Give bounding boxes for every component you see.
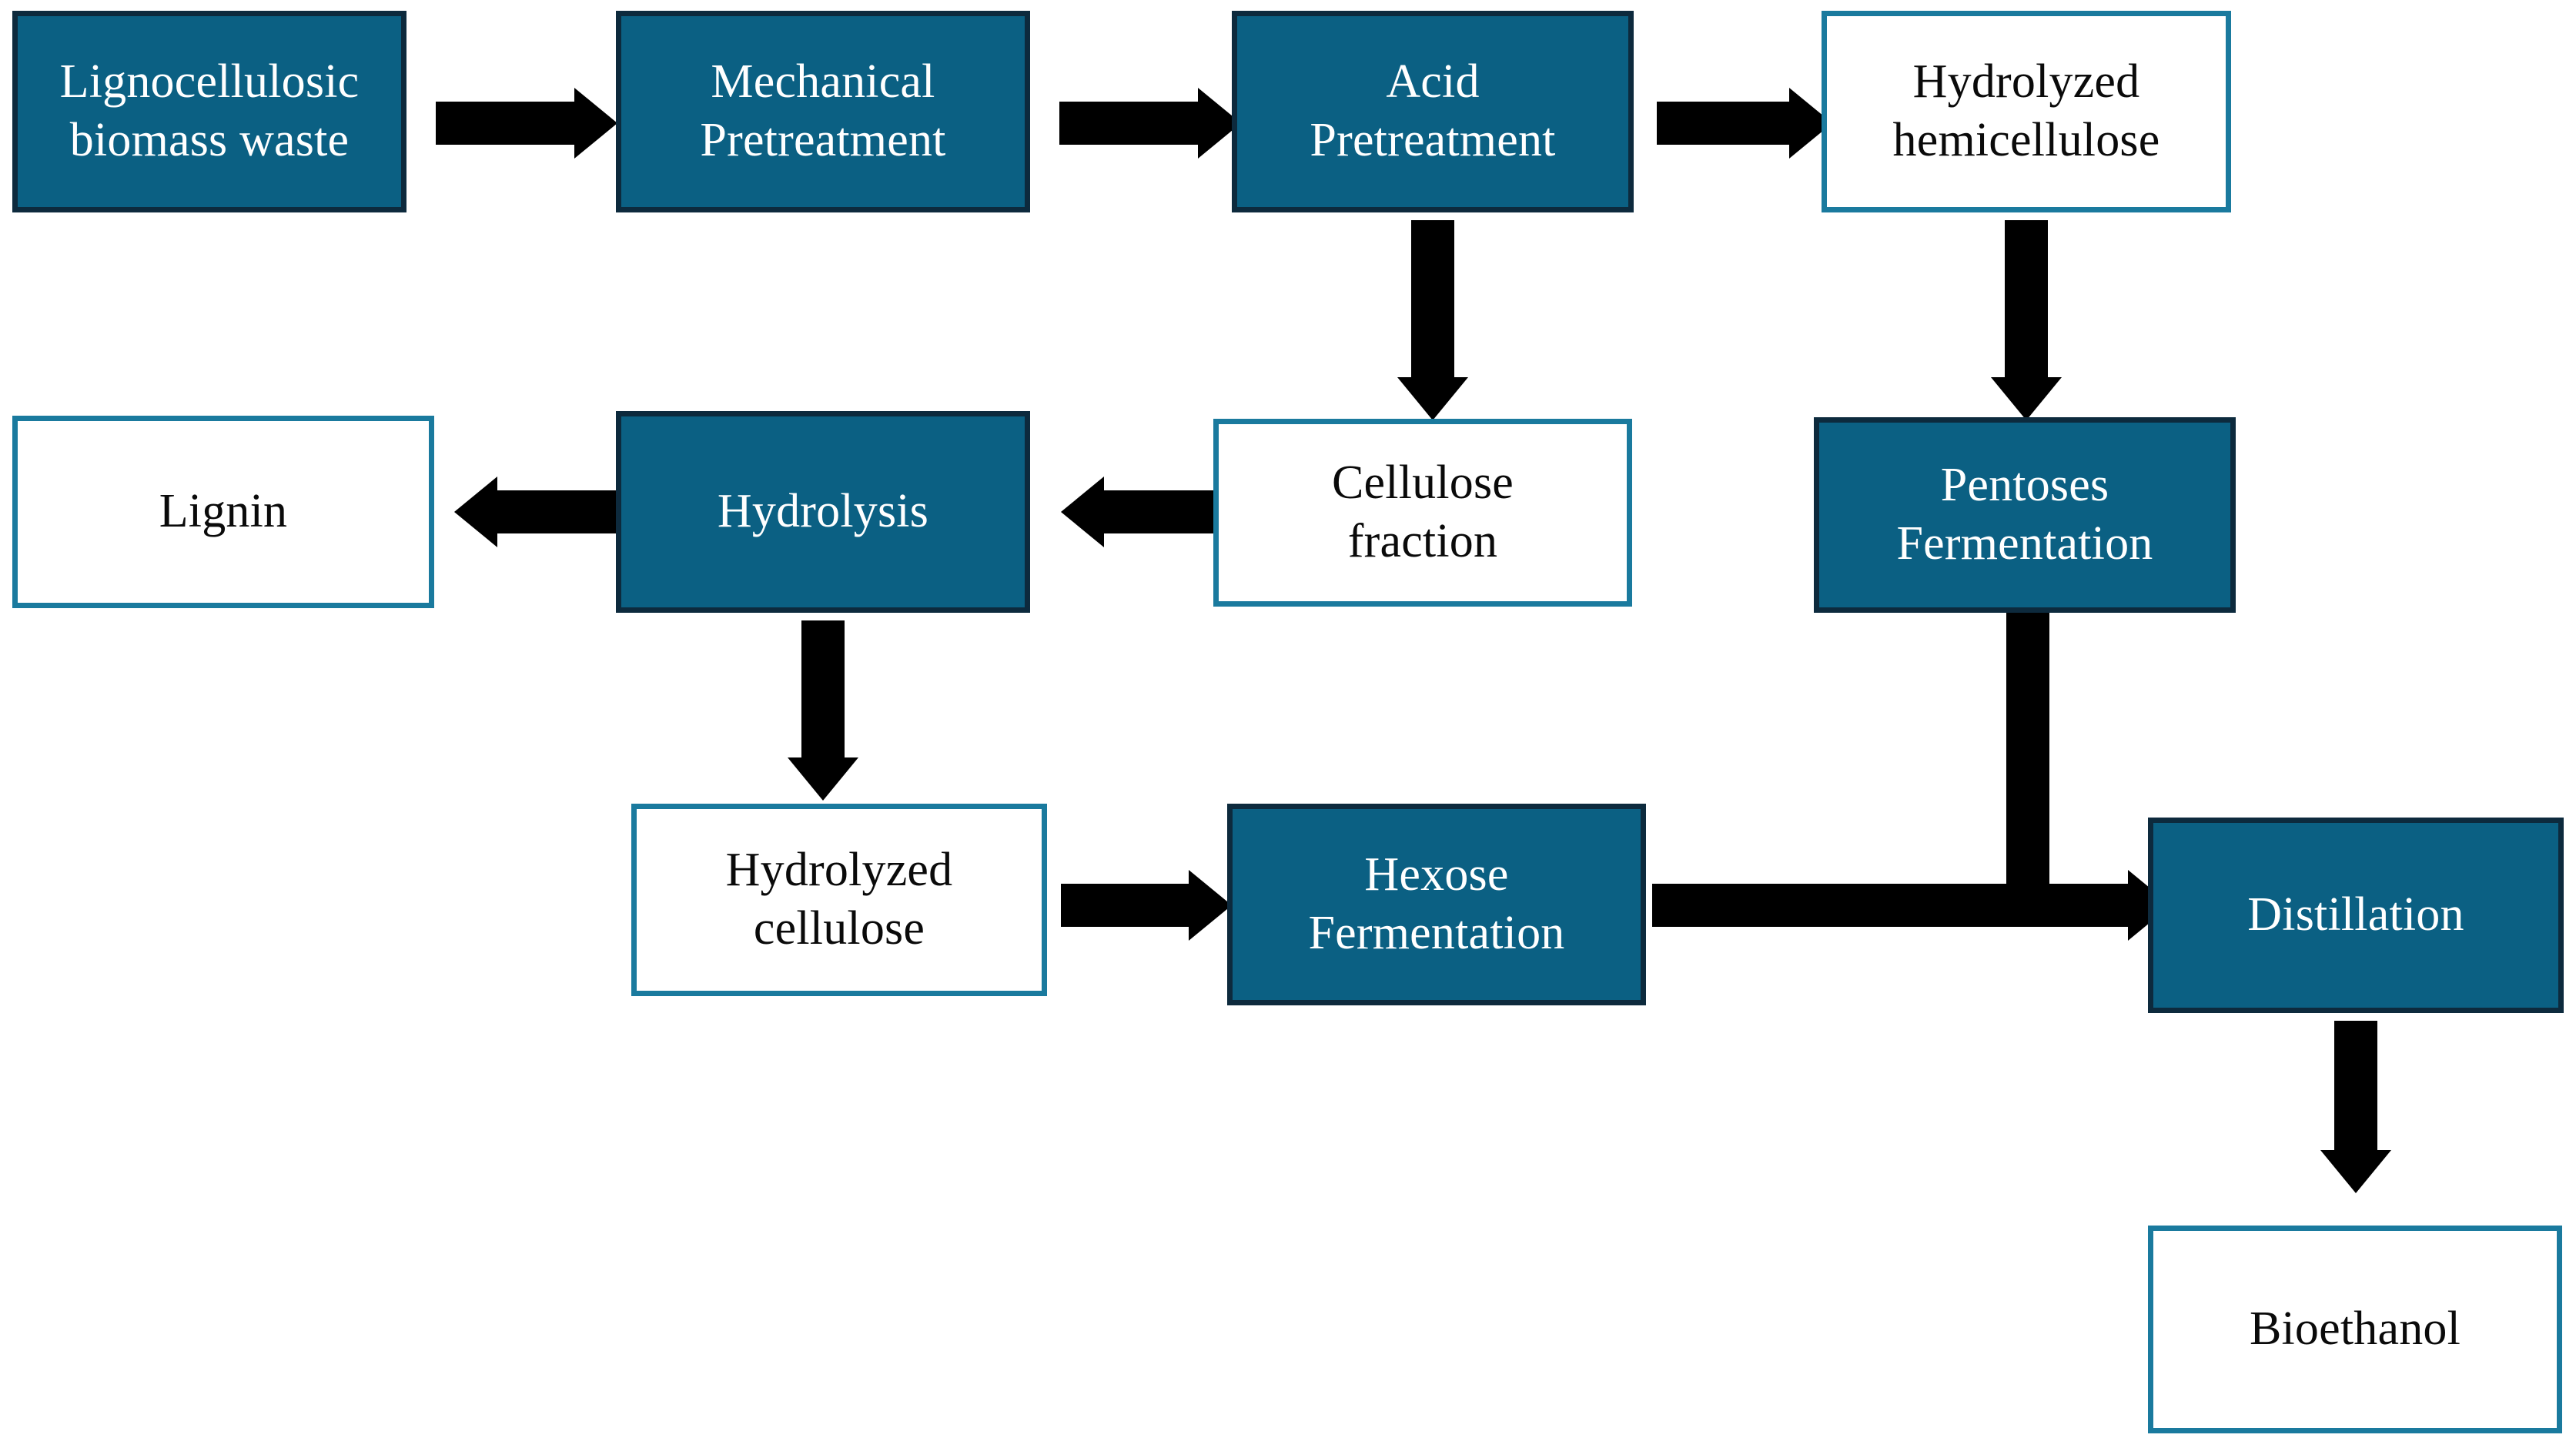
arrow-head-right-icon <box>1189 870 1232 941</box>
node-hydrolyzed-cellulose[interactable]: Hydrolyzed cellulose <box>631 804 1047 996</box>
node-label: Lignin <box>159 485 288 538</box>
arrow-shaft <box>1061 884 1189 927</box>
node-distillation[interactable]: Distillation <box>2148 818 2564 1013</box>
arrow-shaft <box>497 490 617 533</box>
node-mechanical-pretreatment[interactable]: Mechanical Pretreatment <box>616 11 1030 212</box>
arrow-head-left-icon <box>1061 477 1104 547</box>
arrow-shaft <box>2334 1021 2377 1150</box>
arrow-shaft <box>436 102 574 145</box>
arrow-shaft <box>1059 102 1198 145</box>
node-label: Hydrolysis <box>717 485 929 538</box>
node-lignin[interactable]: Lignin <box>12 416 434 608</box>
node-label: Hydrolyzed hemicellulose <box>1892 55 2160 166</box>
node-label: Distillation <box>2247 888 2464 941</box>
node-label: Hydrolyzed cellulose <box>725 844 953 955</box>
arrow-head-down-icon <box>1991 377 2062 420</box>
arrow-head-left-icon <box>454 477 497 547</box>
node-label: Bioethanol <box>2249 1303 2461 1356</box>
node-bioethanol[interactable]: Bioethanol <box>2148 1226 2562 1433</box>
node-label: Pentoses Fermentation <box>1896 459 2153 570</box>
arrow-shaft <box>1411 220 1454 377</box>
arrow-head-down-icon <box>1397 377 1468 420</box>
arrow-head-down-icon <box>788 757 858 801</box>
node-label: Mechanical Pretreatment <box>700 55 946 166</box>
arrow-shaft <box>2005 220 2048 377</box>
arrow-head-down-icon <box>2320 1150 2391 1193</box>
node-lignocellulosic-biomass-waste[interactable]: Lignocellulosic biomass waste <box>12 11 406 212</box>
node-hydrolysis[interactable]: Hydrolysis <box>616 411 1030 613</box>
node-acid-pretreatment[interactable]: Acid Pretreatment <box>1232 11 1634 212</box>
arrow-shaft <box>1652 884 2128 927</box>
arrow-shaft-vertical <box>2006 613 2049 905</box>
node-label: Acid Pretreatment <box>1310 55 1556 166</box>
node-hexose-fermentation[interactable]: Hexose Fermentation <box>1227 804 1646 1005</box>
node-label: Hexose Fermentation <box>1308 848 1565 959</box>
arrow-shaft <box>1657 102 1789 145</box>
arrow-shaft <box>1104 490 1213 533</box>
node-hydrolyzed-hemicellulose[interactable]: Hydrolyzed hemicellulose <box>1822 11 2231 212</box>
arrow-shaft <box>801 620 845 757</box>
node-label: Lignocellulosic biomass waste <box>59 55 360 166</box>
arrow-head-right-icon <box>574 88 617 159</box>
node-cellulose-fraction[interactable]: Cellulose fraction <box>1213 419 1632 607</box>
node-pentoses-fermentation[interactable]: Pentoses Fermentation <box>1814 417 2236 613</box>
node-label: Cellulose fraction <box>1332 456 1514 567</box>
